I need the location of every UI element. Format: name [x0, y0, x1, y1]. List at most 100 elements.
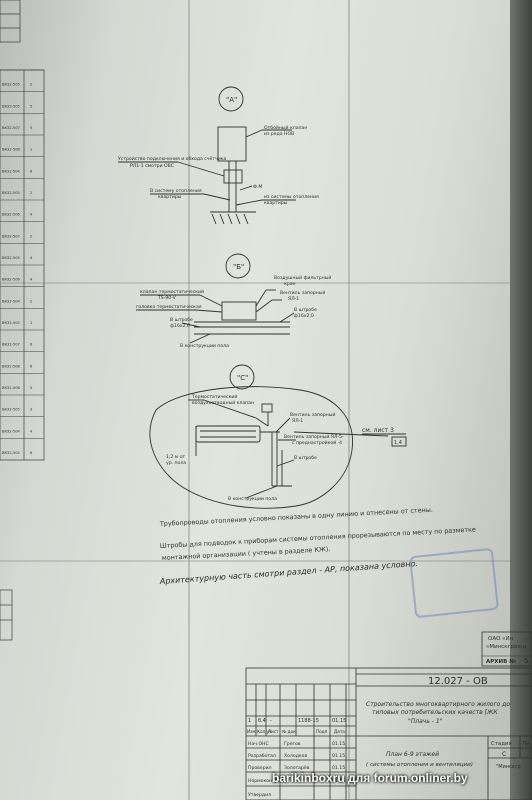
table-row-code: ВКЗ2-504	[2, 429, 20, 433]
archive-stamp: ОАО «Ин «Минскгражд АРХИВ № 5	[481, 631, 532, 667]
table-row-code: ВКЗ2-506	[2, 386, 20, 390]
table-row-code: ВКЗ2-507	[2, 234, 20, 238]
stamp-archive-no: 5	[524, 657, 528, 665]
table-row-code: ВКЗ2-505	[2, 256, 20, 260]
detail-b-label: "Б"	[233, 263, 244, 271]
table-row-code: ВКЗ2-506	[2, 213, 20, 217]
detail-b-callout: клапан термостатический	[140, 288, 204, 295]
stamp-org: ОАО «Ин	[488, 636, 514, 642]
reference-sheet: 1,4	[394, 440, 402, 446]
change-cell: 01.15	[332, 718, 346, 724]
detail-c-callout: Вентиль запорный ЯЛ-5-	[284, 433, 344, 440]
change-head: Лист	[268, 729, 279, 734]
change-head: Кол.уч	[257, 729, 272, 734]
table-row-code: ВКЗ2-505	[2, 104, 20, 108]
sheet-label: Ли	[522, 741, 530, 747]
role-label: Разработал	[248, 753, 276, 759]
detail-a-callout: Устройство подключения и обхода счётчика	[118, 155, 226, 162]
title-block	[245, 667, 532, 800]
detail-c-labels: "С" Термостатический воздухоотводный кла…	[166, 374, 402, 502]
project-title-2: типовых потребительских качеств [ЖК	[372, 709, 498, 716]
project-title: Строительство многоквартирного жилого до	[366, 701, 510, 708]
table-row-qty: 6	[30, 343, 33, 347]
table-row-code: ВКЗ2-508	[2, 148, 20, 152]
detail-b-callout: В штробе	[294, 307, 317, 313]
detail-c-callout: В конструкции пола	[228, 496, 277, 502]
detail-a-label: "А"	[226, 96, 237, 104]
role-label: Нач.ОНС	[248, 741, 269, 747]
stage-label: Стадия	[491, 741, 512, 747]
detail-b-callout: ЯЛ-1	[288, 296, 299, 302]
stage-value: С	[502, 751, 506, 758]
change-head: № док.	[282, 729, 297, 734]
stamp-org2: «Минскгражд	[486, 644, 526, 650]
project-title-3: "Плачь - 1"	[408, 718, 443, 725]
detail-b	[136, 253, 295, 344]
detail-c-callout: с преднастройкой ·4	[292, 439, 342, 446]
detail-b-callout: ф16х2,0	[294, 313, 314, 319]
table-row-qty: 5	[30, 386, 32, 390]
table-row-qty: 1	[30, 321, 32, 325]
detail-c-callout: 1,2 м от	[166, 454, 186, 460]
table-row-qty: 3	[30, 408, 32, 412]
detail-a-callout: РЛ1-1 смотри ОВС	[130, 163, 174, 169]
detail-c-callout: В штробе	[294, 455, 317, 461]
table-row-qty: 5	[30, 104, 32, 108]
signer-name: Золотарёв	[284, 765, 310, 771]
table-row-code: ВКЗ2-505	[2, 451, 20, 455]
detail-a-callout: из системы отопления	[264, 195, 319, 200]
table-row-code: ВКЗ2-506	[2, 278, 20, 282]
watermark-text: barikinboxru для forum.onliner.by	[272, 771, 468, 785]
table-row-code: ВКЗ2-507	[2, 126, 20, 130]
detail-b-callout: Вентиль запорный	[280, 289, 325, 296]
org-small: "Минскгр	[496, 764, 521, 770]
change-cell: б.4	[258, 718, 266, 724]
table-row-code: ВКЗ2-508	[2, 364, 20, 368]
detail-a-callout: В систему отопления	[150, 188, 202, 194]
table-row-code: ВКЗ2-504	[2, 169, 20, 173]
role-label: Утвердил	[248, 792, 271, 798]
change-head: Подп	[316, 729, 328, 734]
detail-a-labels: "А" Отбойный клапан из ряда НОВ Устройст…	[118, 96, 319, 206]
detail-a-callout: квартиры	[264, 201, 288, 206]
reference-callout: см. лист 3	[362, 427, 394, 434]
signer-name: Холодков	[284, 753, 307, 759]
detail-b-callout: Воздушный фильтрный	[274, 274, 331, 281]
table-row-qty: 6	[30, 364, 33, 368]
stamp-archive: АРХИВ №	[486, 658, 516, 665]
detail-a-callout: квартиры	[158, 195, 182, 200]
table-row-code: ВКЗ2-504	[2, 299, 20, 303]
detail-a-callout: Отбойный клапан	[264, 124, 307, 131]
table-row-qty: 1	[30, 148, 32, 152]
table-row-qty: 2	[30, 299, 32, 303]
table-row-qty: 6	[30, 169, 33, 173]
detail-a	[118, 86, 296, 225]
sign-date: 01.15	[332, 753, 345, 759]
table-row-qty: 4	[30, 429, 33, 433]
table-row-qty: 4	[30, 278, 33, 282]
blue-ink-stamp	[408, 547, 500, 619]
detail-c-callout: ур. пола	[166, 461, 186, 466]
sheet-title-2: ( системы отопления и вентиляции)	[366, 762, 473, 768]
table-row-code: ВКЗ2-505	[2, 83, 20, 87]
table-row-qty: 4	[30, 256, 33, 260]
detail-b-callout: ф16х2,0	[170, 323, 190, 329]
change-cell: -	[270, 718, 272, 724]
table-row-qty: 6	[30, 451, 33, 455]
table-row-qty: 2	[30, 234, 32, 238]
table-row-code: ВКЗ2-505	[2, 191, 20, 195]
detail-c-callout: Вентиль запорный	[290, 411, 335, 418]
sheet-shadow-edge	[510, 0, 532, 800]
fold-line	[0, 282, 532, 284]
table-row-qty: 4	[30, 213, 33, 217]
detail-b-callout: В штробе	[170, 317, 193, 323]
detail-b-callout: В конструкции пола	[180, 343, 229, 349]
detail-b-labels: "Б" Воздушный фильтрный кран Вентиль зап…	[136, 263, 331, 349]
table-row-qty: 5	[30, 126, 32, 130]
detail-b-callout: кран	[284, 282, 296, 287]
table-row-qty: 2	[30, 191, 32, 195]
table-row-code: ВКЗ2-507	[2, 343, 20, 347]
detail-b-callout: ТS-90-V	[157, 295, 177, 301]
